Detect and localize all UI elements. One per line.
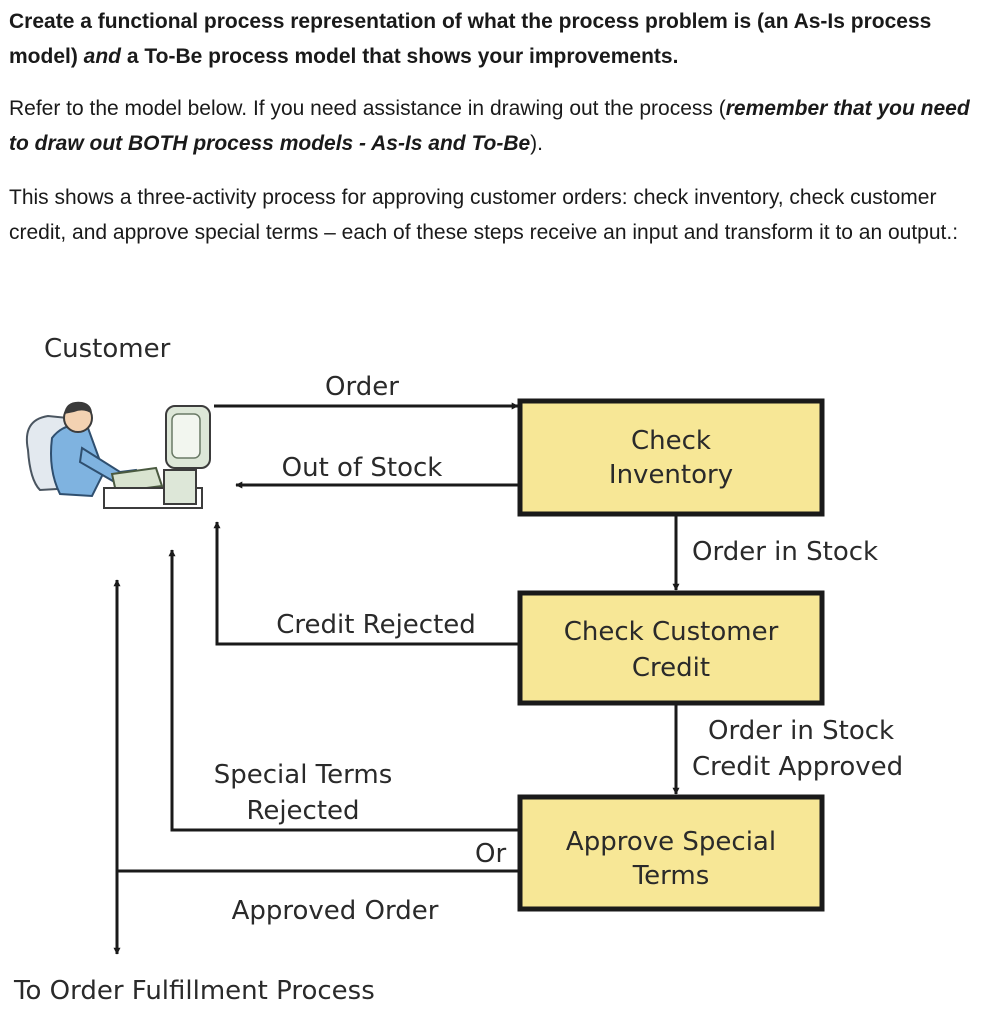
activity-label-line: Credit xyxy=(632,653,710,683)
activity-check-inventory xyxy=(517,398,825,517)
order-in-stock-flow-label: Order in Stock xyxy=(692,537,878,567)
out-of-stock-flow-label: Out of Stock xyxy=(282,453,443,483)
instruction-paragraph-part-1: Refer to the model below. If you need as… xyxy=(9,97,726,120)
instruction-heading: Create a functional process representati… xyxy=(9,4,974,74)
credit-rejected-flow-arrow xyxy=(213,521,520,646)
credit-approved-flow-label-line: Order in Stock xyxy=(708,716,894,746)
approved-order-flow-label: Approved Order xyxy=(232,896,439,926)
activity-label-line: Check Customer xyxy=(564,617,779,647)
to-fulfillment-label: To Order Fulfillment Process xyxy=(13,976,375,1006)
special-terms-rejected-flow-label-line: Special Terms xyxy=(214,760,393,790)
special-terms-rejected-flow-label-line: Rejected xyxy=(246,796,359,826)
credit-approved-flow-label-line: Credit Approved xyxy=(692,752,903,782)
activity-label-line: Check xyxy=(631,426,711,456)
or-label: Or xyxy=(475,839,506,869)
activity-approve-special-terms xyxy=(517,794,825,912)
special-terms-rejected-flow-arrow xyxy=(168,549,520,832)
activity-check-customer-credit xyxy=(517,590,825,706)
order-approval-process-diagram: Customer Check Inventory Check Customer … xyxy=(13,334,903,1006)
activity-label-line: Inventory xyxy=(609,460,733,490)
instruction-heading-part-1: Create a functional process representati… xyxy=(9,10,932,68)
customer-label: Customer xyxy=(44,334,171,364)
instruction-paragraph-part-2: ). xyxy=(530,132,543,155)
activity-label-line: Approve Special xyxy=(566,827,776,857)
instruction-heading-emphasis: and xyxy=(83,45,122,68)
process-description: This shows a three-activity process for … xyxy=(9,186,959,244)
activity-label-line: Terms xyxy=(632,861,710,891)
credit-rejected-flow-label: Credit Rejected xyxy=(276,610,476,640)
instruction-paragraph-emphasis: remember that you need to draw out BOTH … xyxy=(9,97,970,155)
order-flow-label: Order xyxy=(325,372,399,402)
instruction-heading-part-2: a To-Be process model that shows your im… xyxy=(121,45,679,68)
customer-at-computer-icon xyxy=(26,401,211,509)
instruction-paragraph: Refer to the model below. If you need as… xyxy=(9,91,974,161)
